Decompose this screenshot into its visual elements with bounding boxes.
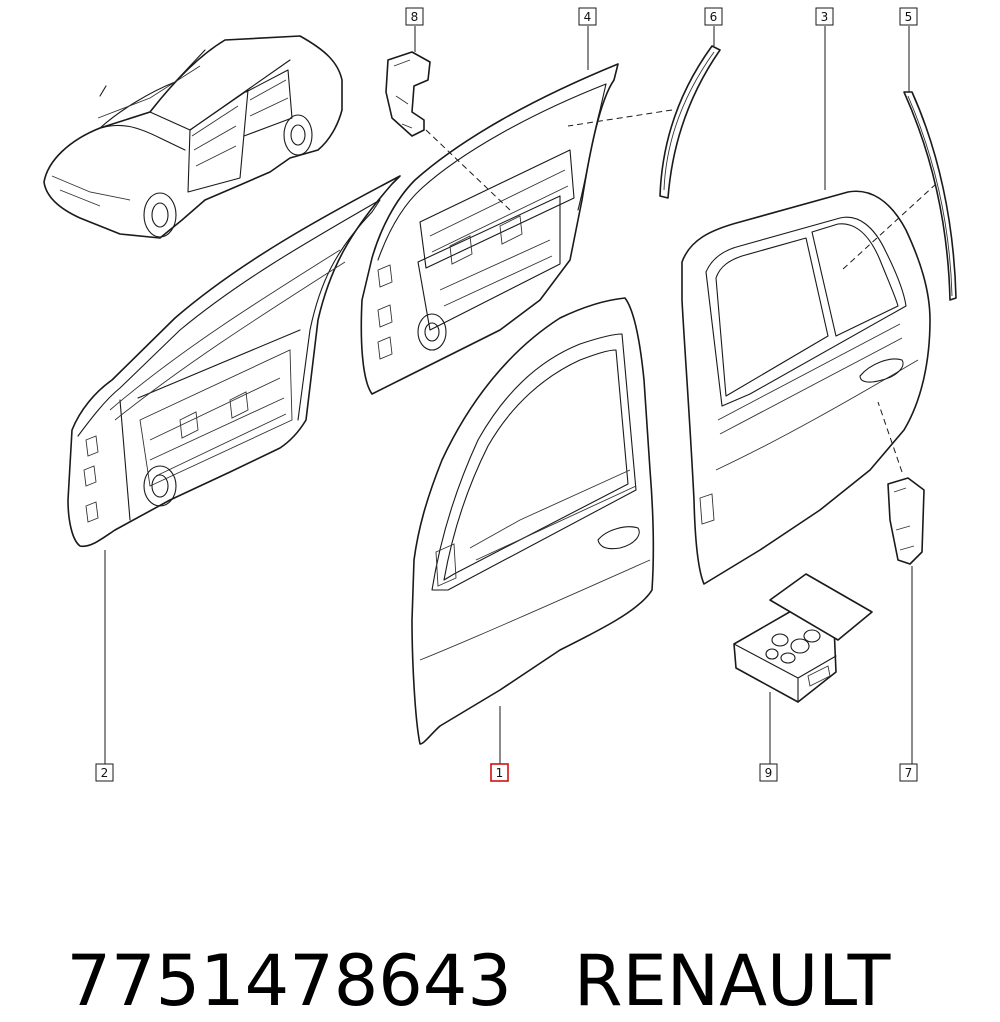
- callout-5: 5: [899, 7, 918, 26]
- callout-9: 9: [759, 763, 778, 782]
- callout-7: 7: [899, 763, 918, 782]
- svg-text:3: 3: [821, 10, 829, 24]
- part-number: 7751478643: [66, 940, 512, 1022]
- svg-text:1: 1: [496, 766, 504, 780]
- callout-8: 8: [405, 7, 424, 26]
- rear-door-inner-panel: [360, 63, 619, 395]
- svg-text:8: 8: [411, 10, 419, 24]
- svg-text:7: 7: [905, 766, 913, 780]
- front-door-outer-panel[interactable]: [411, 297, 655, 745]
- svg-text:6: 6: [710, 10, 718, 24]
- door-bracket-lower: [887, 477, 925, 565]
- car-overview-illustration: [43, 35, 343, 239]
- callout-3: 3: [815, 7, 834, 26]
- callout-6: 6: [704, 7, 723, 26]
- rear-door-window-seal: [903, 91, 957, 301]
- callout-4: 4: [578, 7, 597, 26]
- svg-text:5: 5: [905, 10, 913, 24]
- rear-door-window-channel: [659, 45, 721, 199]
- svg-text:9: 9: [765, 766, 773, 780]
- rear-door-outer-panel: [681, 190, 931, 585]
- front-door-inner-panel: [67, 175, 401, 548]
- callout-1[interactable]: 1: [490, 763, 509, 782]
- door-bracket-upper: [385, 51, 431, 137]
- callout-2: 2: [95, 763, 114, 782]
- parts-diagram: 2 1 9 7 8 4 6 3 5: [43, 7, 957, 782]
- fastener-kit-box: [733, 573, 873, 703]
- leader-lines: [104, 26, 937, 764]
- brand-name: RENAULT: [573, 940, 891, 1022]
- svg-text:2: 2: [101, 766, 109, 780]
- svg-text:4: 4: [584, 10, 592, 24]
- part-caption: 7751478643 RENAULT: [22, 858, 891, 1022]
